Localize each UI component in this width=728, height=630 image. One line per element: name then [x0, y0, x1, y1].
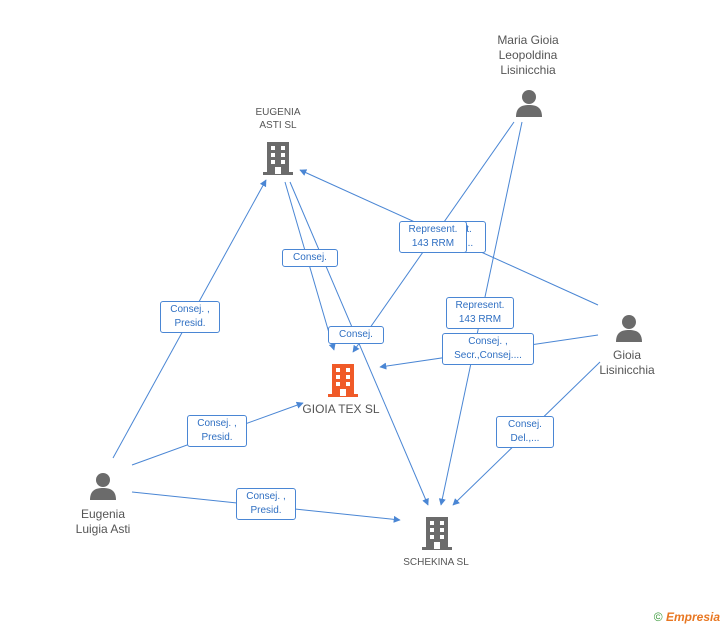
- person-icon[interactable]: [614, 313, 644, 343]
- company-building-icon[interactable]: [263, 140, 293, 176]
- edge-label-maria-schekina: Represent. 143 RRM: [446, 297, 514, 329]
- company-building-icon[interactable]: [422, 515, 452, 551]
- node-label-schekina[interactable]: SCHEKINA SL: [403, 557, 469, 568]
- person-icon[interactable]: [514, 88, 544, 118]
- copyright-symbol: ©: [653, 610, 663, 624]
- person-icon[interactable]: [88, 471, 118, 501]
- node-label-gioia-tex[interactable]: GIOIA TEX SL: [302, 402, 380, 416]
- edge-label-gioia-gioia-tex: Consej. , Secr.,Consej....: [442, 333, 534, 365]
- focus-company-building-icon[interactable]: [328, 362, 358, 398]
- edge-label-asti-sl-gioia-tex: Consej.: [282, 249, 338, 267]
- brand-logo: Empresia: [665, 610, 720, 624]
- edge-label-luigia-asti-sl: Consej. , Presid.: [160, 301, 220, 333]
- node-label-eugenia-luigia[interactable]: Eugenia Luigia Asti: [75, 507, 131, 536]
- footer-watermark: © Empresia: [654, 610, 720, 624]
- edge-label-gioia-schekina: Consej. Del.,...: [496, 416, 554, 448]
- edge-label-luigia-schekina: Consej. , Presid.: [236, 488, 296, 520]
- edge-label-consej-gioia-tex: Consej.: [328, 326, 384, 344]
- node-label-gioia-lisinicchia[interactable]: Gioia Lisinicchia: [599, 348, 655, 377]
- edge-label-luigia-gioia-tex: Consej. , Presid.: [187, 415, 247, 447]
- edge-label-maria-gioia-tex: Represent. 143 RRM: [399, 221, 467, 253]
- node-label-maria-gioia[interactable]: Maria Gioia Leopoldina Lisinicchia: [497, 33, 559, 77]
- node-label-eugenia-asti-sl[interactable]: EUGENIA ASTI SL: [255, 107, 301, 131]
